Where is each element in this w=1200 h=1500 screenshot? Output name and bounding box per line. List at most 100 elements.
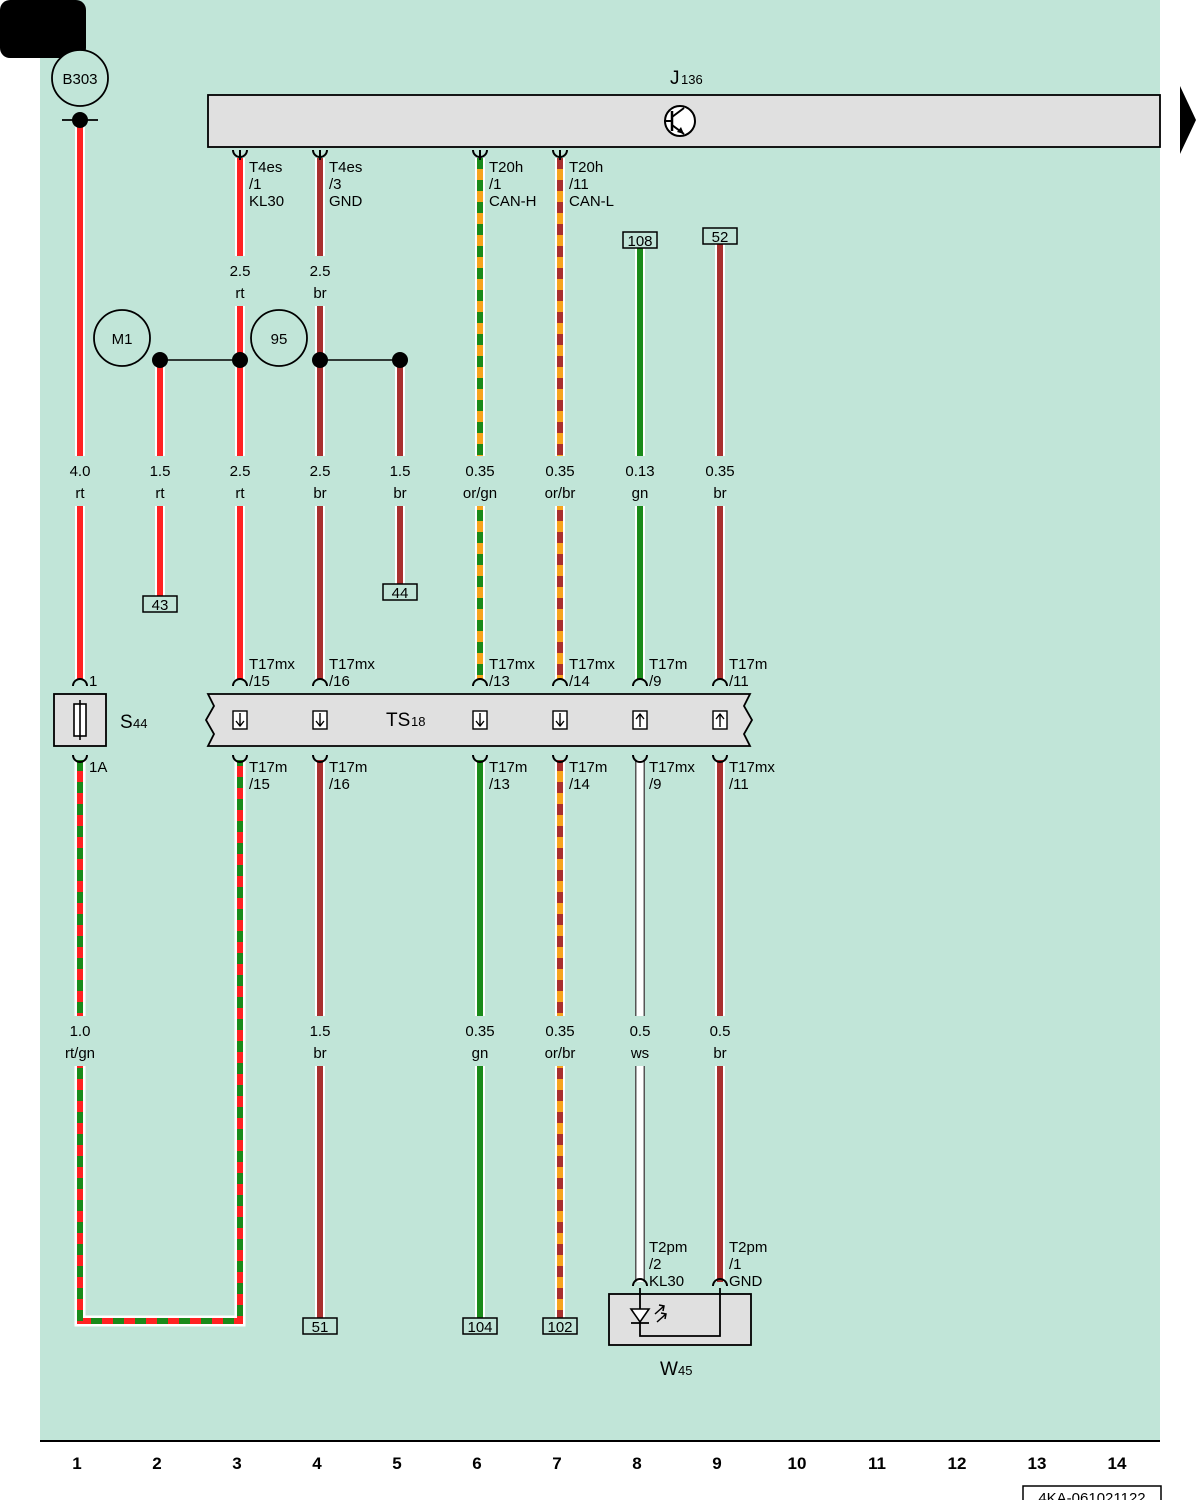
wire-size: 0.5 — [630, 1023, 651, 1040]
pin-label: /16 — [329, 673, 350, 690]
reference-43-label: 43 — [152, 597, 169, 614]
pin-label: T17mx — [649, 759, 695, 776]
junction-dots — [152, 352, 408, 368]
pin-label: CAN-L — [569, 193, 614, 210]
connection-point-95: 95 — [250, 309, 308, 367]
wire-size: 0.5 — [710, 1023, 731, 1040]
wire-size: 2.5 — [310, 263, 331, 280]
pin-label: T17m — [649, 656, 687, 673]
pin-label: T4es — [249, 159, 282, 176]
column-number: 7 — [552, 1454, 561, 1473]
wire-labels-lower: 1.0 rt/gn 1.5 br 0.35 gn 0.35 or/br 0.5 … — [65, 1023, 730, 1062]
pin-label: T17m — [249, 759, 287, 776]
pin-label: /15 — [249, 776, 270, 793]
lamp-w45: W 45 — [608, 1288, 752, 1380]
reference-43: 43 — [142, 595, 178, 614]
wire-color: or/gn — [463, 485, 497, 502]
pin-label: /16 — [329, 776, 350, 793]
wire-size: 0.35 — [465, 463, 494, 480]
reference-52-label: 52 — [712, 229, 729, 246]
pin-label: /1 — [489, 176, 502, 193]
wire-color: br — [393, 485, 406, 502]
pin-label: T2pm — [649, 1239, 687, 1256]
pin-label: /13 — [489, 673, 510, 690]
pin-label: /1 — [729, 1256, 742, 1273]
column-number: 2 — [152, 1454, 161, 1473]
pin-label: T20h — [489, 159, 523, 176]
pin-label: /1 — [249, 176, 262, 193]
wire-color: ws — [630, 1045, 649, 1062]
pin-label: T2pm — [729, 1239, 767, 1256]
node95-label: 95 — [271, 331, 288, 348]
column-number: 8 — [632, 1454, 641, 1473]
pin-label: GND — [729, 1273, 763, 1290]
pin-label: T17m — [329, 759, 367, 776]
wire-color: rt — [235, 485, 245, 502]
column-number: 13 — [1028, 1454, 1047, 1473]
wire-color: br — [313, 485, 326, 502]
pin-label: T17mx — [729, 759, 775, 776]
reference-108: 108 — [622, 231, 658, 250]
w45-label-sub: 45 — [678, 1363, 692, 1378]
reference-104: 104 — [462, 1317, 498, 1336]
column-number: 1 — [72, 1454, 81, 1473]
wire-color: or/br — [545, 485, 576, 502]
pin-label: /3 — [329, 176, 342, 193]
pin-label: /11 — [729, 776, 749, 793]
pin-label: T17mx — [329, 656, 375, 673]
pin-label: T17m — [569, 759, 607, 776]
column-number: 9 — [712, 1454, 721, 1473]
column-number: 14 — [1108, 1454, 1127, 1473]
wire-size: 0.13 — [625, 463, 654, 480]
j136-label-sub: 136 — [681, 72, 703, 87]
ts18-label-sub: 18 — [411, 714, 425, 729]
transistor-icon — [664, 105, 696, 137]
column-number: 6 — [472, 1454, 481, 1473]
pin-label: T4es — [329, 159, 362, 176]
wire-color: gn — [472, 1045, 489, 1062]
wire-size: 4.0 — [70, 463, 91, 480]
reference-108-label: 108 — [627, 233, 652, 250]
wire-size: 0.35 — [545, 1023, 574, 1040]
wire-size: 2.5 — [230, 463, 251, 480]
pin-label: /11 — [729, 673, 749, 690]
m1-label: M1 — [112, 331, 133, 348]
j136-label: J — [670, 68, 680, 89]
pin-label: GND — [329, 193, 363, 210]
wire-labels-middle: 4.0 rt 1.5 rt 2.5 rt 2.5 br 1.5 br 0.35 … — [70, 463, 735, 502]
corner-tab — [0, 0, 86, 58]
reference-104-label: 104 — [467, 1319, 492, 1336]
pin-label: 1A — [89, 759, 107, 776]
wire-color: rt — [235, 285, 245, 302]
pin-label: KL30 — [249, 193, 284, 210]
reference-44-label: 44 — [392, 585, 409, 602]
wire-color: rt — [75, 485, 85, 502]
column-number: 5 — [392, 1454, 401, 1473]
reference-44: 44 — [382, 583, 418, 602]
wire-size: 1.5 — [150, 463, 171, 480]
wire-size: 0.35 — [545, 463, 574, 480]
column-number: 11 — [868, 1454, 886, 1473]
pin-label: /11 — [569, 176, 589, 193]
pin-label: 1 — [89, 673, 97, 690]
pin-label: T17m — [489, 759, 527, 776]
pin-label: /15 — [249, 673, 270, 690]
wire-color: br — [313, 285, 326, 302]
w45-connector-caps — [632, 1278, 728, 1287]
wire-color: rt/gn — [65, 1045, 95, 1062]
reference-102: 102 — [542, 1317, 578, 1336]
reference-102-label: 102 — [547, 1319, 572, 1336]
wire-color: br — [313, 1045, 326, 1062]
wire-labels-upper: 2.5 rt 2.5 br — [230, 263, 331, 302]
s44-label: S — [120, 712, 133, 733]
led-icon — [629, 1288, 721, 1337]
reference-51: 51 — [302, 1317, 338, 1336]
column-numbers: 1 2 3 4 5 6 7 8 9 10 11 12 13 14 — [72, 1454, 1127, 1473]
pin-label: T20h — [569, 159, 603, 176]
pin-label: T17mx — [489, 656, 535, 673]
ts18-label: TS — [386, 710, 410, 731]
wire-color: or/br — [545, 1045, 576, 1062]
wire-size: 1.5 — [310, 1023, 331, 1040]
wire-color: rt — [155, 485, 165, 502]
